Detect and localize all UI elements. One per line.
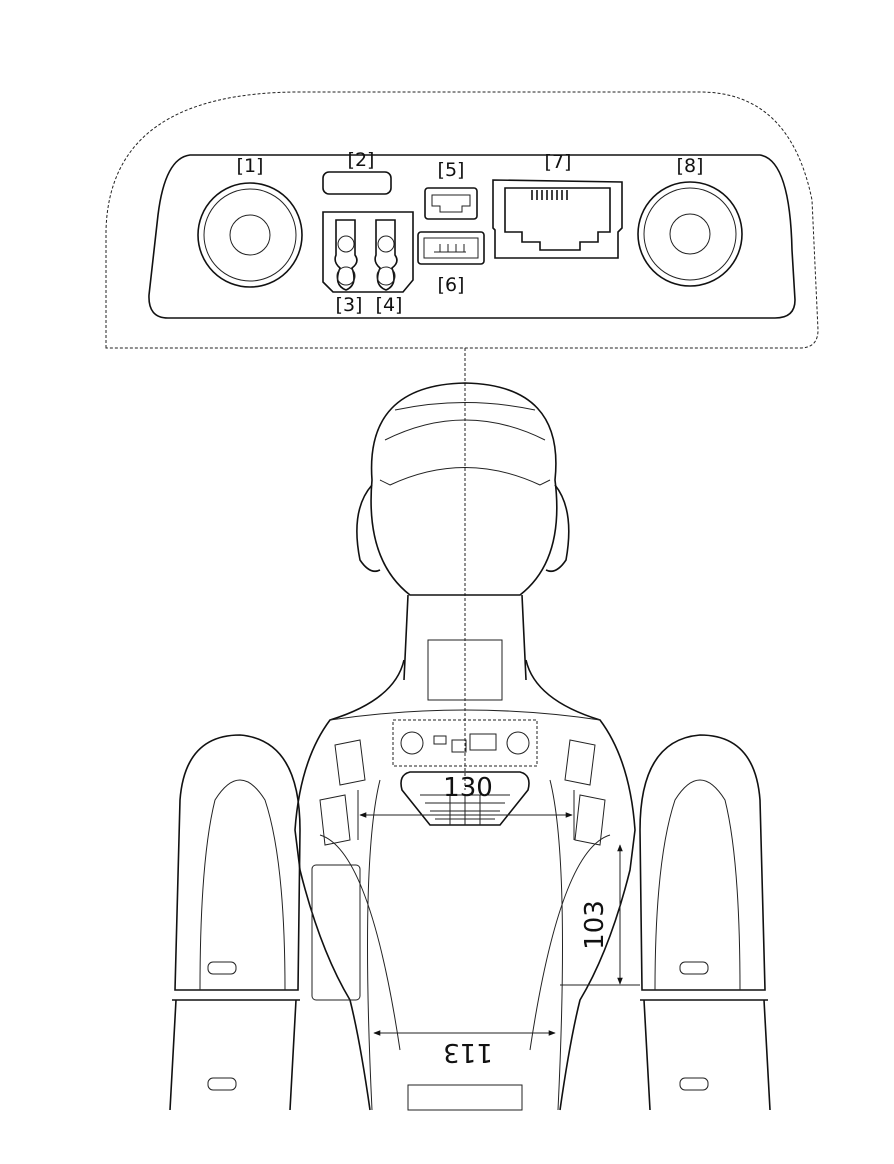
port-2-label: [2] bbox=[348, 149, 375, 171]
port-1-speaker bbox=[197, 182, 303, 288]
robot-right-arm bbox=[639, 734, 771, 1111]
port-7-ethernet bbox=[492, 179, 623, 259]
port-3-label: [3] bbox=[336, 294, 363, 316]
port-2-slot bbox=[322, 171, 392, 195]
port-8-label: [8] bbox=[677, 155, 704, 177]
robot-head bbox=[356, 382, 570, 596]
port-5-usb bbox=[424, 187, 478, 220]
callout-box bbox=[105, 91, 819, 349]
port-6-label: [6] bbox=[438, 274, 465, 296]
port-4-label: [4] bbox=[376, 294, 403, 316]
port-7-label: [7] bbox=[545, 151, 572, 173]
dimension-shoulder-width: 130 bbox=[357, 773, 575, 840]
dimension-waist-width: 113 bbox=[373, 1030, 556, 1067]
interface-panel: [1] [2] [3] [4] [5] [6] bbox=[148, 149, 796, 319]
port-5-label: [5] bbox=[438, 159, 465, 181]
torso-height-value: 103 bbox=[580, 900, 610, 950]
robot-neck bbox=[403, 594, 527, 701]
robot-torso bbox=[294, 659, 636, 1111]
robot-left-arm bbox=[169, 734, 301, 1111]
port-3-4-connectors bbox=[322, 211, 414, 293]
waist-width-value: 113 bbox=[443, 1037, 493, 1067]
robot-shoulder-vents bbox=[319, 739, 606, 846]
port-8-speaker bbox=[637, 181, 743, 287]
dimension-torso-height: 103 bbox=[560, 844, 640, 986]
port-1-label: [1] bbox=[237, 155, 264, 177]
port-6-usb bbox=[417, 231, 485, 265]
shoulder-width-value: 130 bbox=[443, 773, 493, 803]
